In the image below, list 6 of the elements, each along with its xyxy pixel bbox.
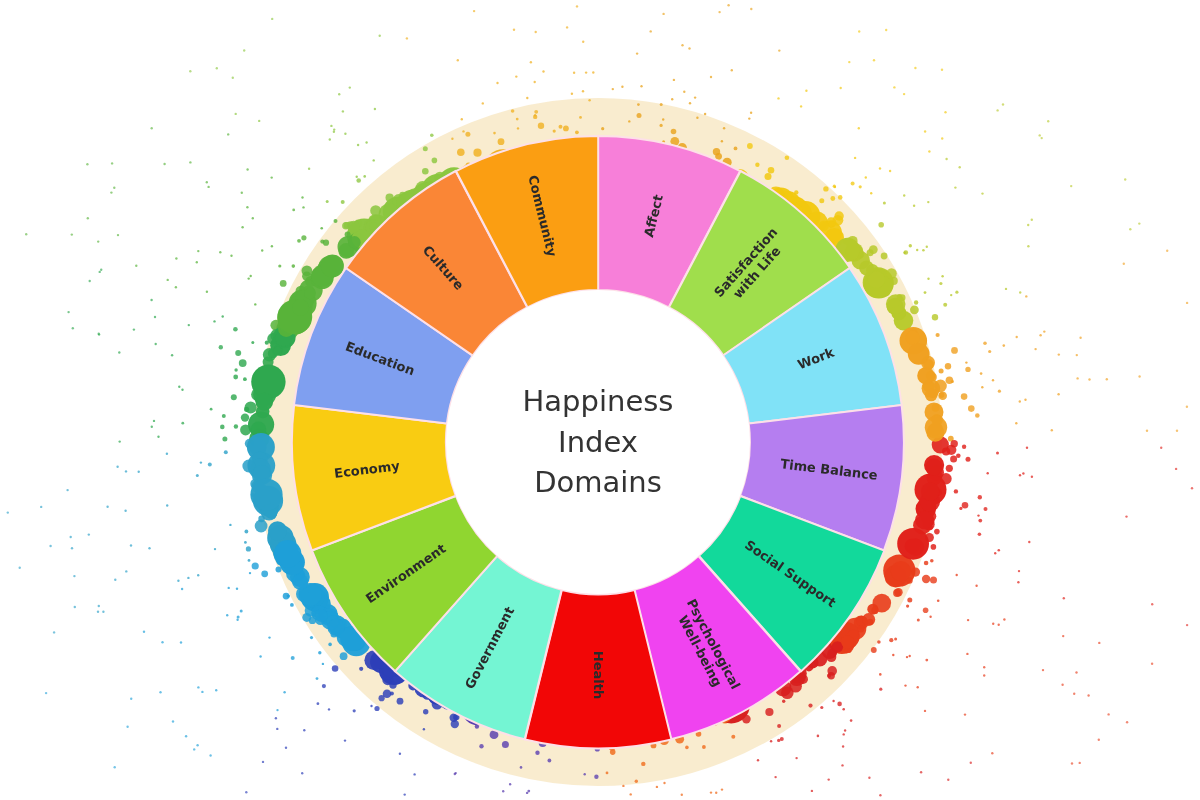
domain-label: Time Balance <box>778 454 880 485</box>
domain-label: Affect <box>639 191 667 241</box>
domain-label: Economy <box>332 456 402 483</box>
domain-label: Health <box>590 649 608 702</box>
domain-label: Work <box>794 343 837 375</box>
wheel-title: Happiness Index Domains <box>521 383 675 502</box>
